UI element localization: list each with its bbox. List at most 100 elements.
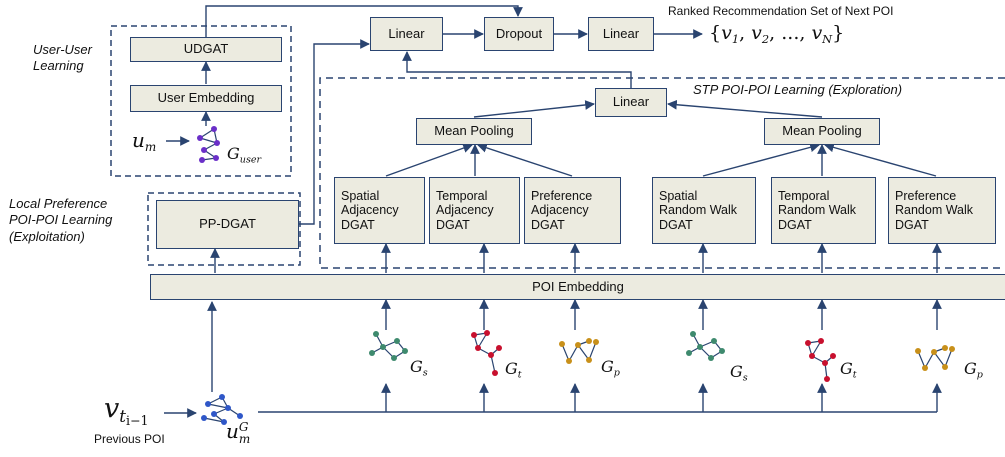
v-sub: t [119,406,126,427]
linear-box-top-2: Linear [588,17,654,51]
gs1-sub: s [422,367,428,379]
user-user-title-line2: Learning [33,58,84,74]
dgat-1-line3: DGAT [341,217,375,232]
gp2-base: G [964,359,977,378]
arrow-udgat-to-dropout [205,5,523,37]
u-m-sub: m [144,140,157,155]
graph-label-gt-2: Gt [840,359,857,380]
poi-embedding-bar: POI Embedding [150,274,1005,300]
dgat-2-line1: Temporal [436,188,488,203]
spatial-graph-glyph-1 [369,331,408,361]
user-user-title-line1: User-User [33,42,92,57]
output-title: Ranked Recommendation Set of Next POI [668,4,894,18]
temporal-graph-glyph-2 [805,338,836,382]
dgat-4-line1: Spatial [659,188,698,203]
gp1-base: G [601,357,614,376]
user-poi-graph-glyph [201,394,243,425]
dgat-5-line1: Temporal [778,188,830,203]
arrow-ppdgat-to-linear [299,39,370,225]
dgat-1-line2: Adjacency [341,203,399,218]
dgat-1-line1: Spatial [341,188,380,203]
v-base: v [104,393,120,424]
u-sup: G [238,419,249,434]
local-preference-group [147,192,301,266]
dgat-3-line2: Adjacency [531,203,589,218]
spatial-graph-glyph-2 [686,331,725,361]
user-user-title: User-User Learning [33,42,92,75]
output-v1-sub: 1 [731,31,740,46]
dgat-2-line3: DGAT [436,217,470,232]
linear-box-top-1: Linear [370,17,443,51]
arrow-dgat1-to-meanpool [385,143,473,177]
output-ellipsis: , ..., [769,22,812,44]
dgat-6-line3: DGAT [895,217,929,232]
dgat-2-line2: Adjacency [436,203,494,218]
output-v2-sub: 2 [761,31,770,46]
stp-linear-box: Linear [595,88,667,117]
graph-label-gp-1: Gp [601,357,620,378]
graph-label-gt-1: Gt [505,359,522,380]
dgat-3-line3: DGAT [531,217,565,232]
preference-graph-glyph-1 [559,338,599,364]
local-preference-title-line3: (Exploitation) [9,228,85,244]
arrow-meanpool-left-to-linear [473,100,595,118]
temporal-graph-glyph-1 [471,330,502,376]
output-v2: v [751,22,762,44]
user-embedding-box: User Embedding [130,85,282,112]
g-user-graph-glyph [197,126,220,163]
gp2-sub: p [976,369,983,381]
arrow-dgat6-to-meanpool [824,142,937,177]
u-sub: m [238,431,251,446]
output-set: {v1, v2, ..., vN} [709,22,844,46]
gs2-sub: s [742,372,748,384]
udgat-box: UDGAT [130,37,282,62]
mean-pooling-right-box: Mean Pooling [764,118,880,145]
output-comma-1: , [739,22,752,44]
gt2-base: G [840,359,853,378]
output-v1: v [721,22,732,44]
graph-label-gs-1: Gs [410,357,428,378]
u-base: u [226,419,239,443]
gt1-base: G [505,359,518,378]
graph-label-gp-2: Gp [964,359,983,380]
gt1-sub: t [517,369,522,381]
dgat-6-line1: Preference [895,188,957,203]
output-vn-sub: N [822,31,833,46]
local-preference-title: Local Preference POI-POI Learning (Explo… [9,196,112,245]
v-subsub: i−1 [126,413,149,429]
preference-graph-glyph-2 [915,345,955,371]
gt2-sub: t [852,369,857,381]
pp-dgat-box: PP-DGAT [156,200,299,249]
dgat-4-line3: DGAT [659,217,693,232]
arrow-stp-linear-to-linear [402,51,632,89]
arrow-meanpool-right-to-linear [667,99,823,118]
local-preference-title-line1: Local Preference [9,196,108,211]
arrow-dgat4-to-meanpool [702,142,820,177]
gs1-base: G [410,357,423,376]
dgat-4-line2: Random Walk [659,203,738,218]
gp1-sub: p [613,367,620,379]
u-m-base: u [132,128,145,152]
graph-label-gs-2: Gs [730,362,748,383]
output-set-close: } [832,22,845,44]
dgat-5-line3: DGAT [778,217,812,232]
dropout-box: Dropout [484,17,554,51]
g-user-sub: user [239,154,262,166]
dgat-3-line1: Preference [531,188,593,203]
gs2-base: G [730,362,743,381]
g-user-base: G [227,144,240,163]
dgat-6-line2: Random Walk [895,203,974,218]
output-set-open: { [709,22,722,44]
g-user-label: Guser [227,144,261,165]
previous-poi-label: Previous POI [94,432,165,446]
stp-group [319,77,1005,269]
previous-poi-symbol: vti−1 [104,393,149,428]
u-m-label: um [132,128,156,154]
